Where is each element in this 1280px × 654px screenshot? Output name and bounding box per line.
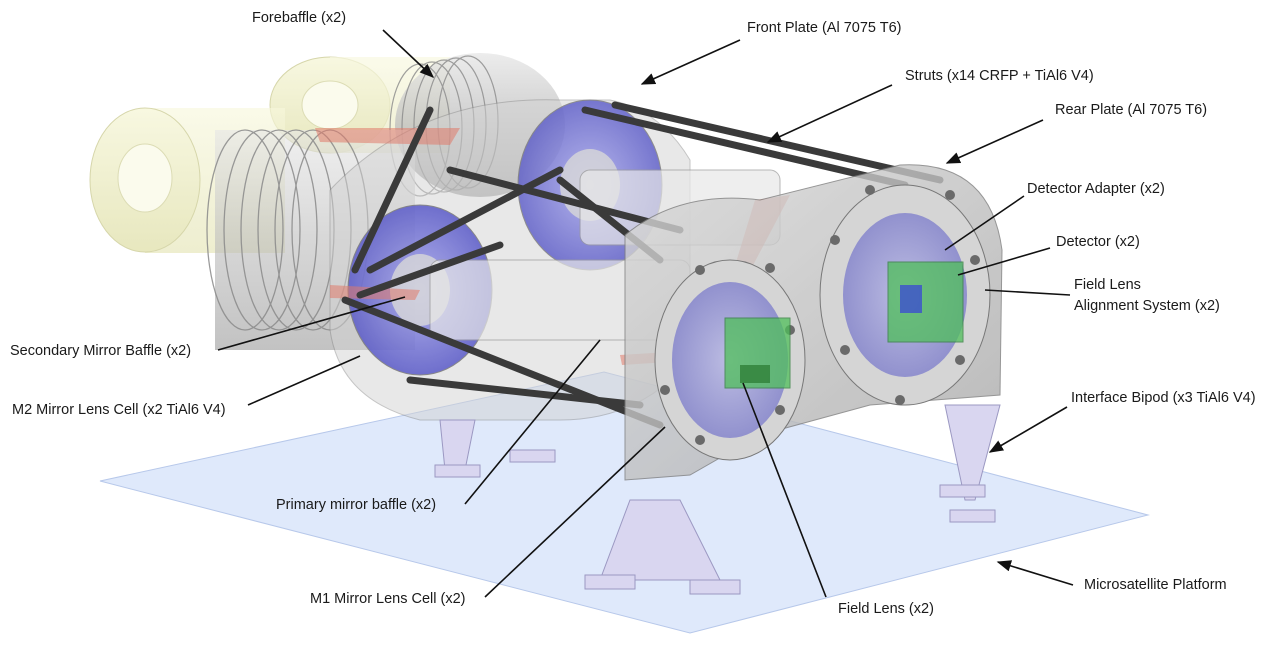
label-front-plate: Front Plate (Al 7075 T6) — [747, 20, 902, 36]
label-field-lens-alignment-line2: Alignment System (x2) — [1074, 298, 1220, 314]
line-m2-mirror-lens-cell — [247, 355, 361, 406]
line-detector-adapter — [944, 195, 1025, 251]
label-secondary-mirror-baffle: Secondary Mirror Baffle (x2) — [10, 343, 192, 359]
arrow-struts — [766, 84, 893, 143]
label-detector-adapter: Detector Adapter (x2) — [1027, 181, 1165, 197]
line-secondary-mirror-baffle — [217, 296, 406, 351]
label-m1-mirror-lens-cell: M1 Mirror Lens Cell (x2) — [310, 591, 466, 607]
label-struts: Struts (x14 CRFP + TiAl6 V4) — [905, 68, 1094, 84]
label-primary-mirror-baffle: Primary mirror baffle (x2) — [276, 497, 437, 513]
leader-lines — [217, 29, 1074, 598]
arrow-rear-plate — [945, 119, 1044, 164]
line-detector — [957, 247, 1051, 276]
label-microsatellite-platform: Microsatellite Platform — [1084, 577, 1227, 593]
line-m1-mirror-lens-cell — [484, 426, 666, 598]
arrow-interface-bipod — [988, 406, 1068, 453]
line-field-lens-alignment — [984, 289, 1071, 296]
arrow-forebaffle — [382, 29, 435, 78]
detectors — [724, 261, 964, 389]
label-field-lens-alignment-system: Field Lens Alignment System (x2) — [1074, 275, 1220, 317]
label-rear-plate: Rear Plate (Al 7075 T6) — [1055, 102, 1208, 118]
arrow-front-plate — [640, 39, 741, 85]
label-field-lens: Field Lens (x2) — [838, 601, 934, 617]
label-field-lens-alignment-line1: Field Lens — [1074, 277, 1141, 293]
label-m2-mirror-lens-cell: M2 Mirror Lens Cell (x2 TiAl6 V4) — [12, 402, 226, 418]
label-forebaffle: Forebaffle (x2) — [252, 10, 347, 26]
interface-bipods — [434, 404, 1001, 595]
line-primary-mirror-baffle — [464, 339, 601, 505]
label-interface-bipod: Interface Bipod (x3 TiAl6 V4) — [1071, 390, 1256, 406]
label-detector: Detector (x2) — [1056, 234, 1140, 250]
line-field-lens — [742, 382, 827, 598]
arrow-microsatellite-platform — [996, 560, 1074, 586]
